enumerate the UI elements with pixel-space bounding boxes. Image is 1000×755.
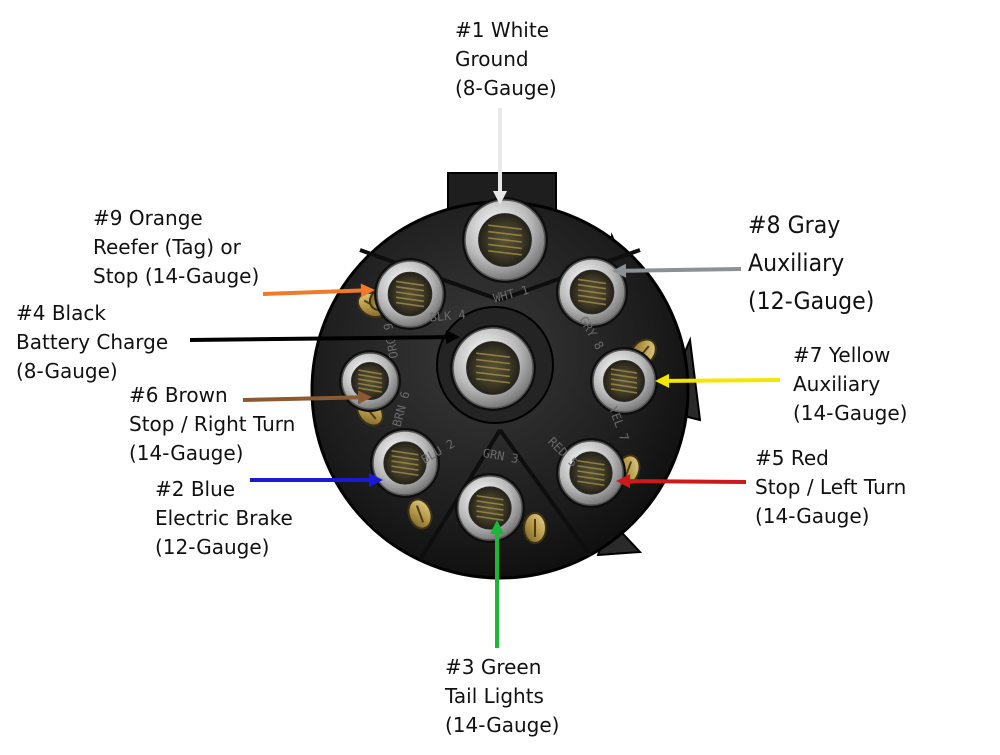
- label-pin2-line1: #2 Blue: [155, 477, 236, 501]
- socket-pin4: [450, 325, 536, 411]
- label-pin7: #7 Yellow Auxiliary (14-Gauge): [793, 341, 907, 428]
- socket-imprint: ORG 9: [381, 322, 401, 360]
- socket-pin3: [455, 473, 525, 543]
- label-pin9: #9 Orange Reefer (Tag) or Stop (14-Gauge…: [93, 204, 259, 291]
- label-pin5-line1: #5 Red: [755, 446, 829, 470]
- label-pin1-line1: #1 White: [455, 18, 549, 42]
- label-pin7-line3: (14-Gauge): [793, 401, 908, 425]
- socket-imprint: GRN 3: [482, 446, 520, 466]
- arrow-pin4: [189, 330, 460, 345]
- label-pin8: #8 Gray Auxiliary (12-Gauge): [748, 206, 874, 320]
- label-pin3: #3 Green Tail Lights (14-Gauge): [445, 653, 559, 740]
- label-pin5-line3: (14-Gauge): [755, 504, 870, 528]
- arrow-pin9: [262, 283, 375, 298]
- socket-imprint: BLK 4: [429, 307, 466, 324]
- arrow-pin7: [655, 373, 781, 388]
- label-pin2-line3: (12-Gauge): [155, 535, 270, 559]
- pin-sockets: [339, 197, 658, 543]
- socket-pin7: [590, 347, 658, 415]
- socket-pin2: [370, 428, 440, 498]
- label-pin8-line3: (12-Gauge): [748, 287, 875, 315]
- label-pin2: #2 Blue Electric Brake (12-Gauge): [155, 475, 293, 562]
- socket-pin9: [374, 258, 446, 330]
- label-pin5-line2: Stop / Left Turn: [755, 475, 907, 499]
- terminal-screw: [523, 512, 547, 544]
- label-pin8-line2: Auxiliary: [748, 249, 845, 277]
- label-pin1: #1 White Ground (8-Gauge): [455, 16, 557, 103]
- label-pin1-line2: Ground: [455, 47, 529, 71]
- label-pin7-line1: #7 Yellow: [793, 343, 891, 367]
- label-pin3-line3: (14-Gauge): [445, 713, 560, 737]
- label-pin2-line2: Electric Brake: [155, 506, 293, 530]
- socket-pin1: [462, 197, 548, 283]
- arrow-pin2: [250, 473, 383, 487]
- label-pin9-line1: #9 Orange: [93, 206, 203, 230]
- label-pin1-line3: (8-Gauge): [455, 76, 557, 100]
- label-pin7-line2: Auxiliary: [793, 372, 881, 396]
- rib-4: [498, 428, 592, 557]
- label-pin6: #6 Brown Stop / Right Turn (14-Gauge): [129, 381, 295, 468]
- pointer-arrows: [189, 108, 781, 648]
- arrow-pin8: [612, 263, 742, 278]
- terminal-screw: [407, 498, 433, 530]
- socket-pin8: [556, 256, 628, 328]
- arrow-pin5: [616, 474, 747, 489]
- arrow-pin1: [493, 108, 507, 205]
- label-pin4-line1: #4 Black: [16, 301, 106, 325]
- label-pin6-line3: (14-Gauge): [129, 441, 244, 465]
- label-pin9-line3: Stop (14-Gauge): [93, 264, 260, 288]
- label-pin4-line2: Battery Charge: [16, 330, 169, 354]
- socket-pin5: [556, 438, 626, 508]
- label-pin4: #4 Black Battery Charge (8-Gauge): [16, 299, 168, 386]
- label-pin5: #5 Red Stop / Left Turn (14-Gauge): [755, 444, 906, 531]
- arrow-pin6: [242, 390, 372, 405]
- arrow-pin3: [490, 520, 504, 648]
- label-pin4-line3: (8-Gauge): [16, 359, 118, 383]
- label-pin6-line2: Stop / Right Turn: [129, 412, 296, 436]
- label-pin3-line1: #3 Green: [445, 655, 542, 679]
- label-pin6-line1: #6 Brown: [129, 383, 228, 407]
- label-pin8-line1: #8 Gray: [748, 211, 841, 239]
- label-pin9-line2: Reefer (Tag) or: [93, 235, 241, 259]
- label-pin3-line2: Tail Lights: [445, 684, 544, 708]
